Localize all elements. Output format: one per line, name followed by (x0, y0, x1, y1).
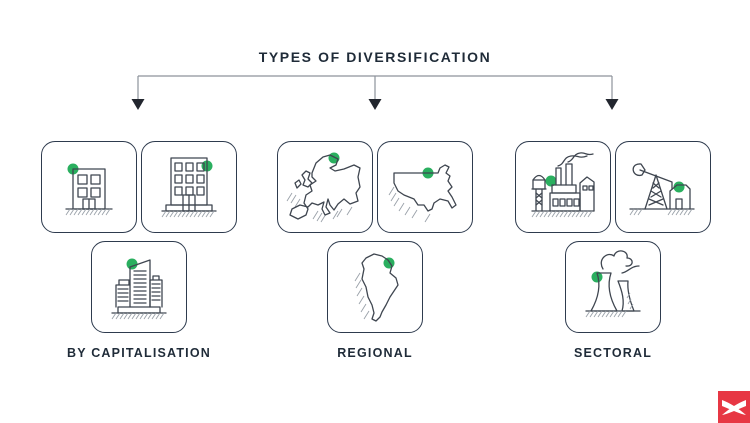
south-america-map-icon (354, 253, 399, 322)
group-sectoral: SECTORAL (515, 141, 711, 360)
card-power-plant (565, 241, 661, 333)
group-label: BY CAPITALISATION (66, 346, 211, 360)
group-label: REGIONAL (337, 346, 413, 360)
accent-dot (591, 271, 603, 283)
accent-dot (673, 181, 685, 193)
accent-dot (545, 175, 557, 187)
page-title: TYPES OF DIVERSIFICATION (258, 49, 492, 65)
down-arrow-icon (131, 76, 145, 110)
card-small-building (41, 141, 137, 233)
card-europe-map (277, 141, 373, 233)
card-south-america-map (327, 241, 423, 333)
europe-map-icon (286, 152, 361, 223)
card-factory (515, 141, 611, 233)
skyscraper-cluster-icon (111, 258, 167, 320)
group-label: SECTORAL (573, 346, 653, 360)
x-logo-icon (722, 400, 746, 415)
card-large-building (141, 141, 237, 233)
down-arrow-icon (605, 76, 619, 110)
card-usa-map (377, 141, 473, 233)
card-skyscraper-cluster (91, 241, 187, 333)
accent-dot (383, 257, 395, 269)
down-arrow-icon (368, 76, 382, 110)
usa-map-icon (388, 164, 457, 223)
accent-dot (328, 152, 340, 164)
group-by-capitalisation: BY CAPITALISATION (41, 141, 237, 360)
connector-arrows (131, 75, 619, 110)
large-building-icon (161, 157, 217, 218)
brand-logo (718, 391, 750, 423)
small-building-icon (65, 163, 113, 216)
factory-icon (531, 152, 595, 218)
accent-dot (126, 258, 138, 270)
group-regional: REGIONAL (277, 141, 473, 360)
power-plant-icon (585, 250, 641, 318)
card-oil-pumpjack (615, 141, 711, 233)
oil-pumpjack-icon (629, 163, 695, 216)
